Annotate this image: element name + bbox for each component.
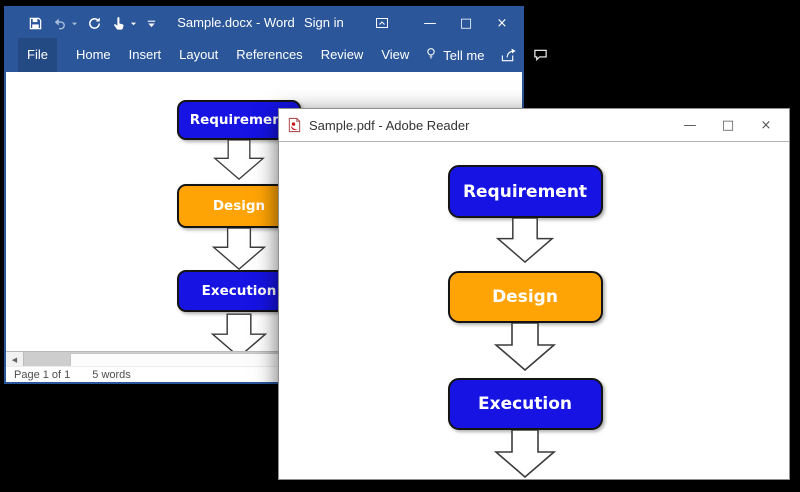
down-arrow-icon bbox=[493, 430, 557, 478]
close-button[interactable]: × bbox=[496, 15, 508, 31]
sign-in-link[interactable]: Sign in bbox=[304, 15, 344, 30]
word-window-controls: — □ × bbox=[412, 8, 520, 38]
word-window-title: Sample.docx - Word bbox=[177, 15, 295, 30]
close-button[interactable]: × bbox=[760, 117, 772, 133]
customize-qat-icon[interactable] bbox=[146, 18, 157, 29]
tab-review[interactable]: Review bbox=[320, 47, 364, 62]
pdf-icon bbox=[287, 117, 302, 133]
adobe-reader-window: Sample.pdf - Adobe Reader — □ × Requirem… bbox=[278, 108, 790, 480]
share-icon[interactable] bbox=[500, 48, 517, 63]
pdf-window-title: Sample.pdf - Adobe Reader bbox=[309, 117, 470, 133]
word-ribbon-tabs: File Home Insert Layout References Revie… bbox=[6, 38, 548, 72]
tab-view[interactable]: View bbox=[381, 47, 410, 62]
scroll-left-arrow-icon[interactable]: ◀ bbox=[6, 352, 24, 367]
flowchart-node-design: Design bbox=[447, 271, 603, 323]
down-arrow-icon[interactable] bbox=[209, 228, 269, 270]
lightbulb-icon bbox=[424, 46, 438, 64]
redo-icon[interactable] bbox=[87, 16, 102, 31]
tab-home[interactable]: Home bbox=[75, 47, 111, 62]
minimize-button[interactable]: — bbox=[423, 15, 437, 31]
flowchart-node-requirement: Requirement bbox=[447, 165, 603, 218]
tab-layout[interactable]: Layout bbox=[179, 47, 219, 62]
tab-insert[interactable]: Insert bbox=[128, 47, 162, 62]
down-arrow-icon[interactable] bbox=[209, 140, 269, 180]
page-indicator[interactable]: Page 1 of 1 bbox=[14, 368, 71, 381]
tab-file[interactable]: File bbox=[18, 38, 57, 72]
word-titlebar: Sample.docx - Word Sign in — □ × bbox=[6, 8, 522, 38]
undo-dropdown-icon[interactable] bbox=[71, 20, 78, 27]
flowchart-node-execution: Execution bbox=[447, 378, 603, 430]
tell-me-button[interactable]: Tell me bbox=[424, 46, 484, 64]
word-count[interactable]: 5 words bbox=[92, 368, 131, 381]
pdf-window-controls: — □ × bbox=[671, 109, 785, 141]
down-arrow-icon bbox=[493, 323, 557, 371]
comment-icon[interactable] bbox=[533, 48, 548, 62]
tab-references[interactable]: References bbox=[236, 47, 303, 62]
pdf-page-area: Requirement Design Execution bbox=[279, 142, 789, 479]
quick-access-toolbar bbox=[28, 8, 157, 38]
touch-mode-dropdown-icon[interactable] bbox=[130, 20, 137, 27]
minimize-button[interactable]: — bbox=[683, 117, 697, 133]
ribbon-display-options-icon[interactable] bbox=[374, 15, 390, 36]
pdf-flowchart: Requirement Design Execution bbox=[446, 165, 604, 478]
undo-icon[interactable] bbox=[52, 16, 67, 31]
maximize-button[interactable]: □ bbox=[721, 117, 735, 133]
tell-me-label: Tell me bbox=[443, 47, 485, 63]
down-arrow-icon bbox=[495, 218, 555, 263]
touch-mode-icon[interactable] bbox=[111, 16, 126, 31]
down-arrow-icon[interactable] bbox=[209, 312, 269, 351]
pdf-titlebar: Sample.pdf - Adobe Reader — □ × bbox=[279, 109, 789, 142]
save-icon[interactable] bbox=[28, 16, 43, 31]
maximize-button[interactable]: □ bbox=[459, 15, 473, 31]
